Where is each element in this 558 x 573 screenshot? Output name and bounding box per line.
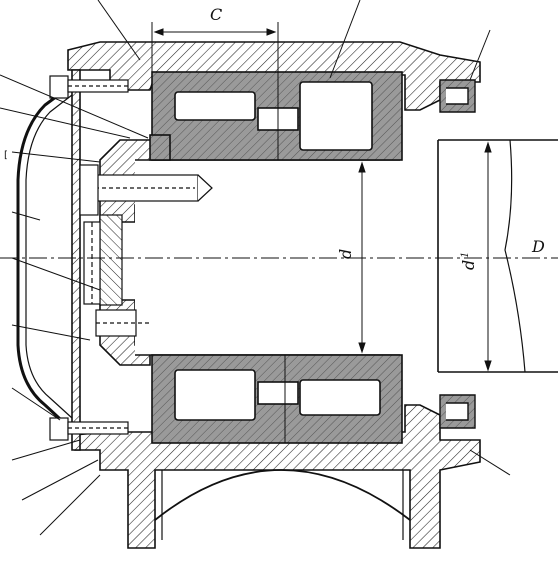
axle-shaft: [437, 139, 558, 373]
label-bracket-mark: [: [4, 150, 8, 161]
labyrinth-seal-bottom: [439, 394, 476, 429]
end-bolt: [79, 164, 213, 216]
label-d1-subscript: 1: [460, 252, 471, 258]
lock-plate: [83, 214, 123, 306]
dimension-d1: [484, 141, 492, 372]
label-c: C: [210, 5, 222, 24]
label-big-d: D: [531, 237, 545, 256]
dimension-c: [151, 22, 279, 80]
label-d: d: [336, 249, 355, 259]
bearing-upper: [149, 71, 403, 161]
bolt-top: [49, 75, 129, 99]
pedestal-arch: [154, 469, 411, 521]
leader-lines: [0, 0, 511, 536]
bolt-bottom: [49, 417, 129, 441]
labyrinth-seal-top: [439, 79, 476, 113]
end-cover: [16, 83, 74, 432]
dimension-d: [358, 161, 366, 354]
lower-screw: [95, 309, 150, 337]
bearing-lower: [151, 354, 403, 444]
label-d1: d: [459, 260, 478, 270]
